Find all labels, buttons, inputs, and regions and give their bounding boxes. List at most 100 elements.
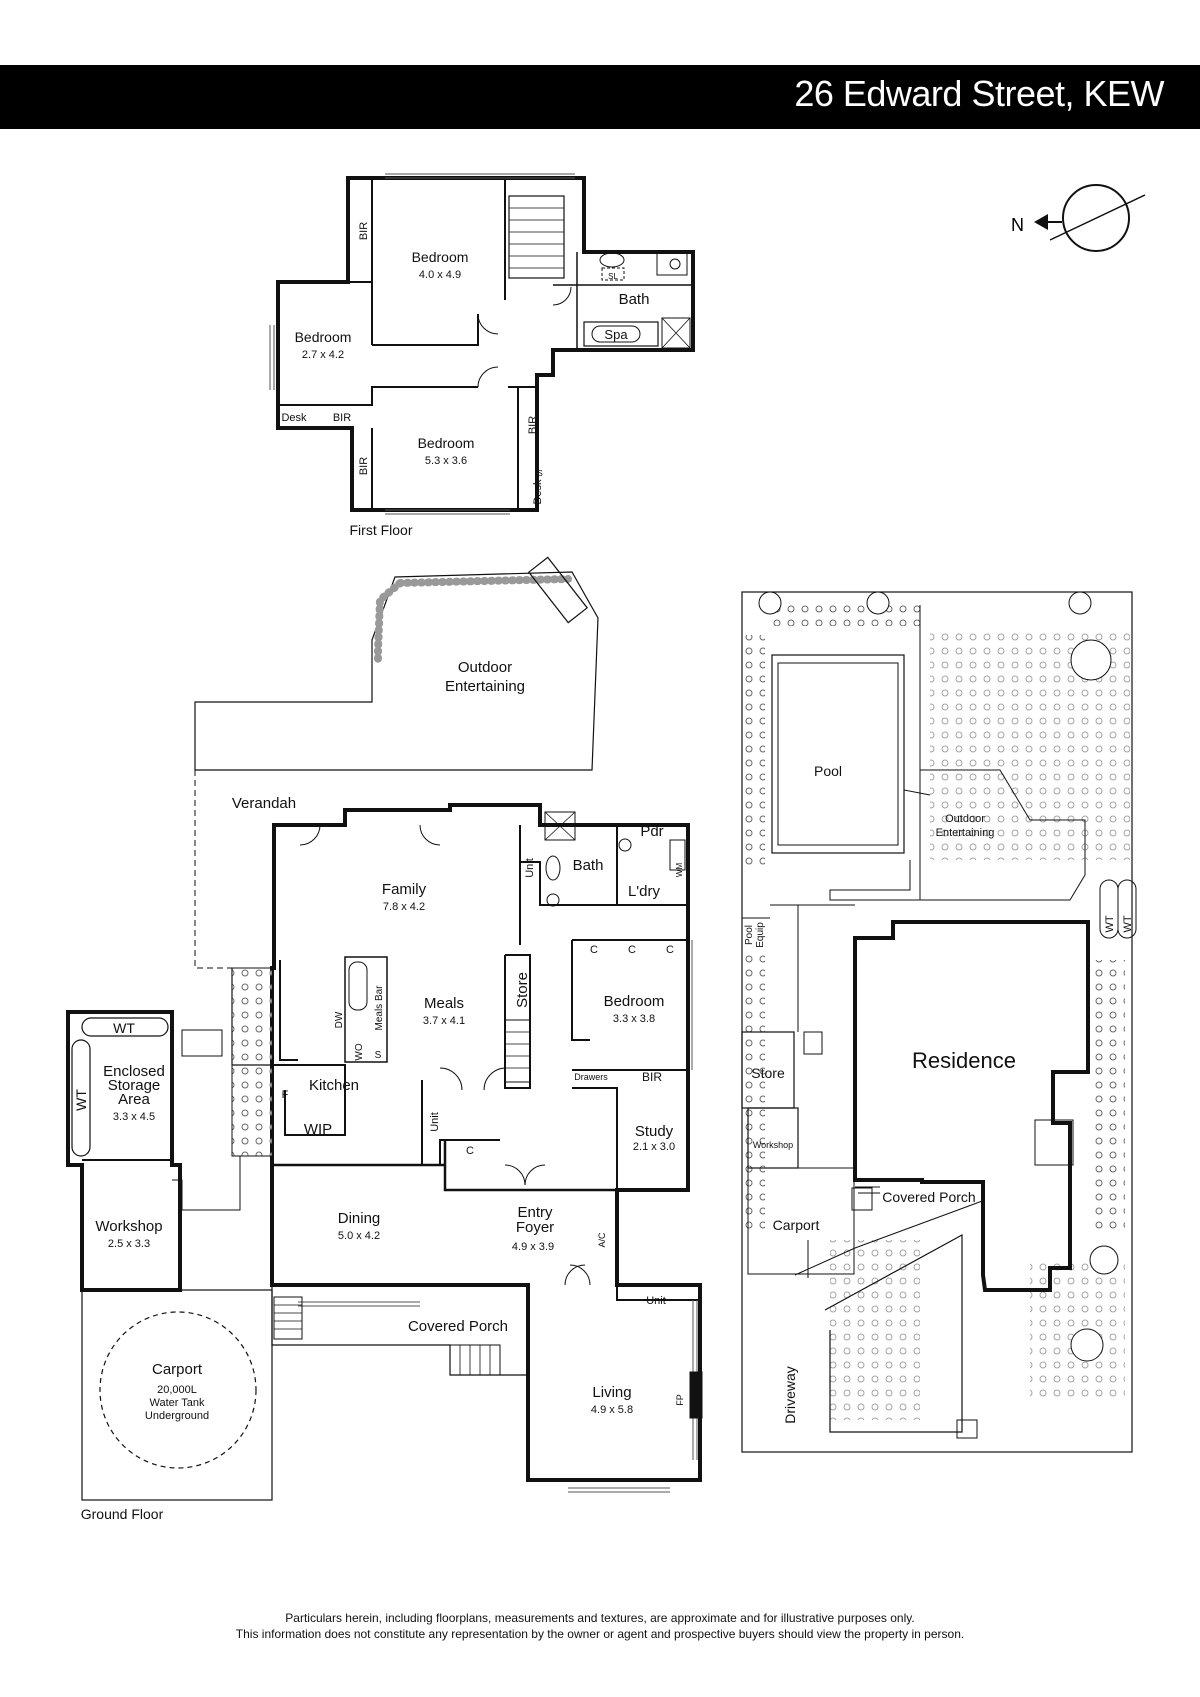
dining-name: Dining	[338, 1210, 381, 1227]
carport-outline	[81, 1289, 273, 1501]
gf-bedroom-name: Bedroom	[604, 993, 665, 1010]
ff-bath-label: Bath	[619, 291, 650, 308]
unit-label-hall: Unit	[429, 1112, 441, 1132]
site-carport	[747, 1167, 855, 1275]
wo-label: WO	[354, 1043, 365, 1060]
gf-bedroom-size: 3.3 x 3.8	[613, 1013, 655, 1025]
dining-size: 5.0 x 4.2	[338, 1230, 380, 1242]
ground-floor-outline	[270, 803, 702, 1482]
site-store-label: Store	[751, 1065, 785, 1081]
unit-label-living: Unit	[646, 1295, 666, 1307]
residence-outline	[853, 920, 1090, 1292]
ff-desk-label-left: Desk	[281, 412, 307, 424]
storage-area-size: 3.3 x 4.5	[113, 1111, 155, 1123]
disclaimer-line-2: This information does not constitute any…	[235, 1627, 965, 1641]
dw-label: DW	[334, 1011, 345, 1028]
site-covered-porch-label: Covered Porch	[882, 1189, 975, 1205]
front-steps	[273, 1296, 303, 1340]
bath-label: Bath	[573, 857, 604, 874]
disclaimer-line-1: Particulars herein, including floorplans…	[285, 1611, 915, 1625]
pdr-label: Pdr	[640, 823, 663, 840]
workshop-size: 2.5 x 3.3	[108, 1238, 150, 1250]
ff-bedroom2-size: 2.7 x 4.2	[302, 349, 344, 361]
ff-sl-label: SL	[608, 272, 618, 281]
fp-label: FP	[675, 1394, 685, 1406]
property-address: 26 Edward Street, KEW	[794, 73, 1164, 114]
c-label-hall: C	[466, 1145, 474, 1157]
living-name: Living	[592, 1384, 631, 1401]
meals-size: 3.7 x 4.1	[423, 1015, 465, 1027]
header-bar: 26 Edward Street, KEW	[0, 65, 1200, 129]
ff-bir-label-top: BIR	[358, 222, 370, 240]
family-name: Family	[382, 881, 427, 898]
family-size: 7.8 x 4.2	[383, 901, 425, 913]
water-tank-underground	[99, 1311, 257, 1469]
workshop-name: Workshop	[95, 1218, 162, 1235]
site-pool-label: Pool	[814, 763, 842, 779]
site-carport-label: Carport	[773, 1217, 820, 1233]
fireplace	[689, 1371, 703, 1419]
kitchen-label: Kitchen	[309, 1077, 359, 1094]
ground-stairs	[504, 1019, 531, 1083]
ff-bir-label-right: BIR	[527, 416, 539, 434]
living-size: 4.9 x 5.8	[591, 1404, 633, 1416]
covered-porch-label: Covered Porch	[408, 1318, 508, 1335]
wt-label-left: WT	[73, 1089, 89, 1111]
drawers-label: Drawers	[574, 1072, 608, 1082]
study-name: Study	[635, 1123, 674, 1140]
ff-bedroom3-name: Bedroom	[418, 435, 475, 451]
north-arrow-icon	[1034, 214, 1048, 230]
entry-foyer-size: 4.9 x 3.9	[512, 1241, 554, 1253]
site-driveway-label: Driveway	[782, 1366, 798, 1424]
wip-label: WIP	[304, 1121, 332, 1138]
first-floor-caption: First Floor	[350, 522, 413, 538]
meals-name: Meals	[424, 995, 464, 1012]
water-tank-left	[71, 1039, 91, 1157]
compass-circle	[1062, 184, 1130, 252]
ff-s-label: S	[537, 469, 542, 478]
store-label: Store	[514, 972, 531, 1008]
wm-label: WM	[675, 863, 684, 878]
s-label: S	[375, 1050, 382, 1061]
ff-bedroom3-size: 5.3 x 3.6	[425, 455, 467, 467]
ff-bir-label-left: BIR	[333, 412, 351, 424]
c-label-2: C	[628, 944, 636, 956]
c-label-3: C	[666, 944, 674, 956]
first-floor-outline	[276, 176, 695, 512]
compass: N	[1011, 184, 1146, 252]
site-wt-label-1: WT	[1104, 915, 1116, 932]
verandah-label: Verandah	[232, 795, 296, 812]
planter-border	[374, 575, 572, 664]
ff-bir-label-bottom: BIR	[358, 457, 370, 475]
ff-desk-label-right: Desk	[532, 479, 544, 505]
meals-bar-label: Meals Bar	[374, 985, 385, 1031]
site-wt-label-2: WT	[1122, 915, 1134, 932]
site-boundary	[741, 591, 1133, 1453]
kitchen-island	[344, 956, 388, 1063]
ldry-label: L'dry	[628, 883, 661, 900]
pool-outline	[771, 654, 905, 854]
ff-bedroom1-size: 4.0 x 4.9	[419, 269, 461, 281]
disclaimer: Particulars herein, including floorplans…	[0, 1610, 1200, 1642]
ff-bedroom1-name: Bedroom	[412, 249, 469, 265]
ac-label: A/C	[597, 1232, 607, 1248]
unit-label-bath: Unit	[524, 858, 536, 878]
stairs	[508, 195, 565, 279]
f-label: F	[282, 1089, 289, 1101]
ground-floor-plan	[66, 556, 703, 1501]
north-label: N	[1011, 215, 1024, 235]
water-tank-top	[81, 1017, 169, 1037]
first-floor-plan	[269, 173, 695, 515]
verandah-outline	[194, 770, 270, 969]
ff-spa-label: Spa	[604, 327, 628, 342]
driveway-path	[824, 1233, 963, 1433]
garden-strip	[231, 967, 273, 1157]
site-workshop-label: Workshop	[753, 1140, 793, 1150]
